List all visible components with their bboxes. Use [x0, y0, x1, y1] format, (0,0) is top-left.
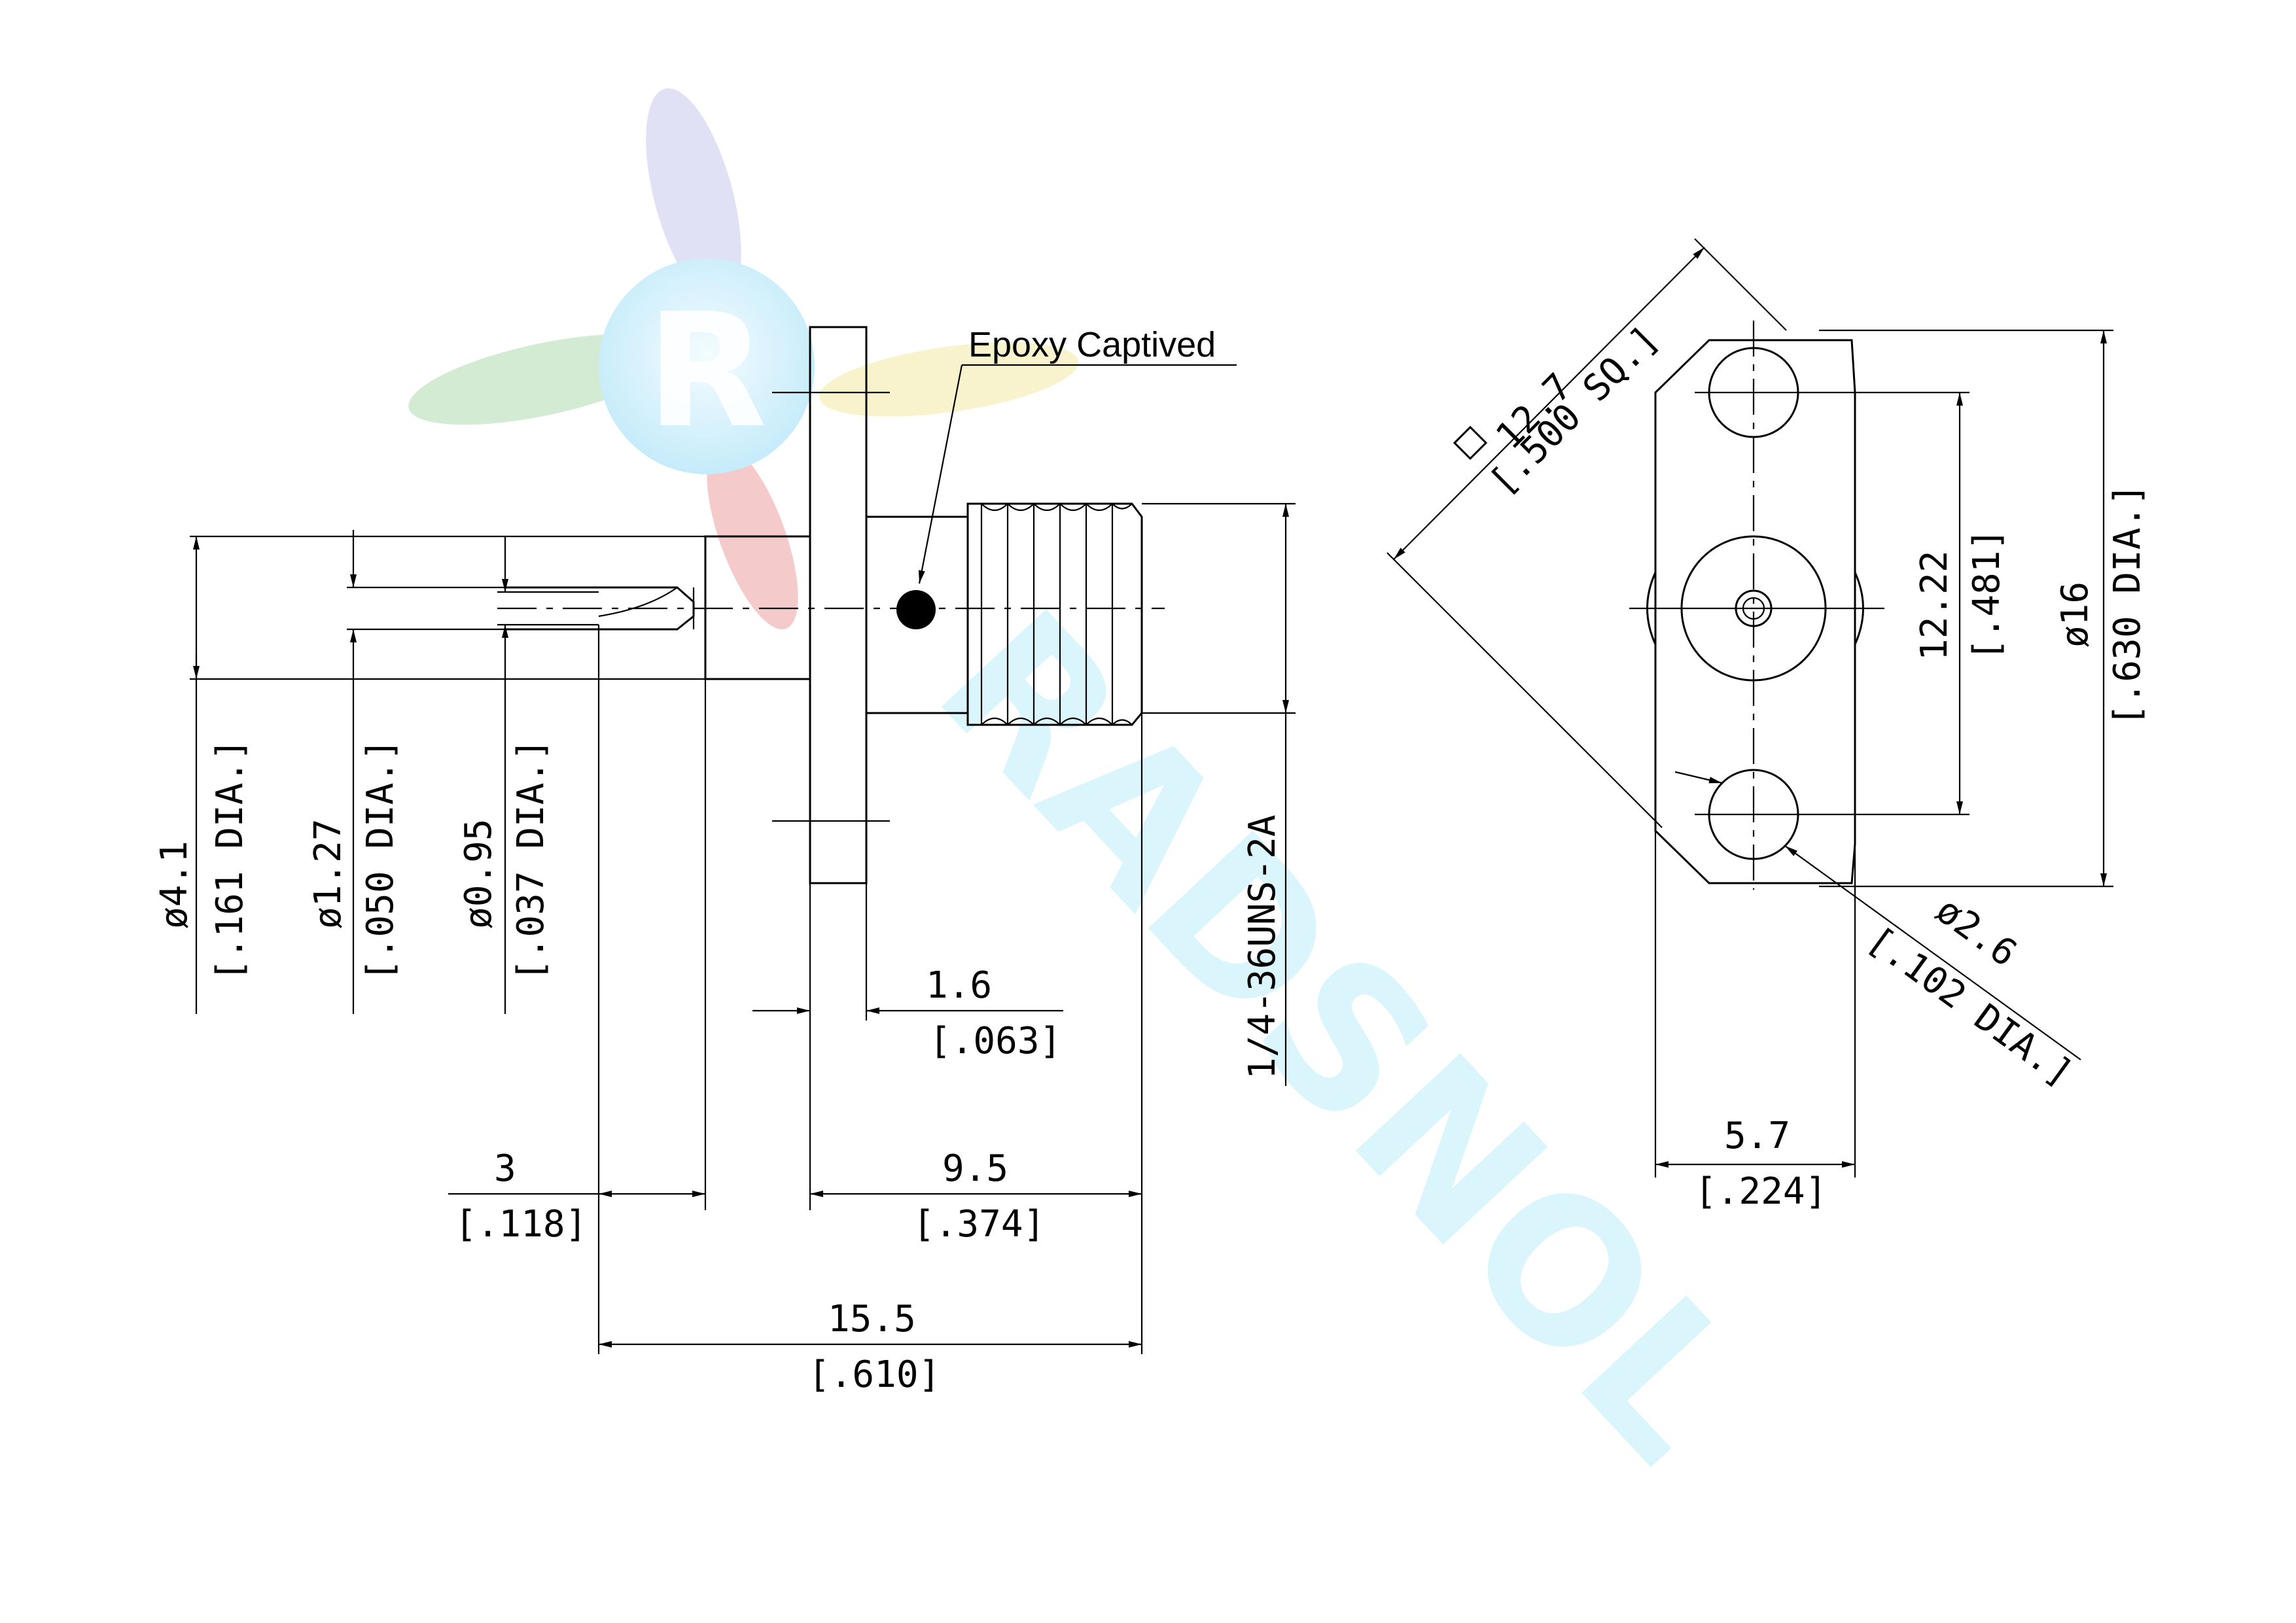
dim-dia-1-27: ø1.27 [.050 DIA.]: [307, 530, 504, 1014]
dim-thread: 1/4-36UNS-2A: [1142, 502, 1296, 1086]
svg-text:15.5: 15.5: [828, 1298, 916, 1340]
svg-text:[.037 DIA.]: [.037 DIA.]: [510, 739, 552, 981]
dim-flange-diameter: ø16 [.630 DIA.]: [1819, 329, 2149, 888]
svg-text:1/4-36UNS-2A: 1/4-36UNS-2A: [1241, 814, 1284, 1079]
dim-square: 12.7 [.500 SQ.]: [1386, 238, 1787, 828]
svg-text:[.610]: [.610]: [808, 1353, 940, 1396]
svg-text:[.224]: [.224]: [1695, 1170, 1827, 1213]
svg-text:9.5: 9.5: [942, 1147, 1008, 1190]
dim-pin-length: 3 [.118]: [448, 625, 707, 1354]
dim-width: 5.7 [.224]: [1654, 831, 1856, 1213]
svg-text:ø16: ø16: [2054, 582, 2096, 648]
dim-flange-thickness: 1.6 [.063]: [752, 883, 1063, 1210]
svg-text:[.118]: [.118]: [455, 1203, 587, 1246]
front-view: [1629, 321, 1884, 890]
svg-text:[.050 DIA.]: [.050 DIA.]: [359, 739, 402, 981]
svg-text:[.630 DIA.]: [.630 DIA.]: [2106, 483, 2149, 726]
svg-text:1.6: 1.6: [926, 964, 992, 1007]
epoxy-label: Epoxy Captived: [968, 325, 1216, 364]
epoxy-callout: Epoxy Captived: [918, 325, 1237, 584]
svg-text:ø1.27: ø1.27: [307, 818, 349, 929]
dim-body-length: 9.5 [.374]: [810, 713, 1143, 1354]
dim-total-length: 15.5 [.610]: [599, 1298, 1142, 1396]
svg-text:[.374]: [.374]: [913, 1203, 1045, 1246]
svg-text:[.161 DIA.]: [.161 DIA.]: [209, 739, 251, 981]
dim-dia-4-1: ø4.1 [.161 DIA.]: [153, 535, 705, 1014]
epoxy-dot: [896, 590, 936, 629]
svg-text:12.22: 12.22: [1913, 550, 1956, 661]
dim-dia-0-95: ø0.95 [.037 DIA.]: [457, 536, 599, 1014]
svg-text:[.481]: [.481]: [1966, 529, 2008, 661]
svg-text:3: 3: [494, 1147, 516, 1190]
dim-hole-spacing: 12.22 [.481]: [1812, 391, 2008, 816]
svg-text:ø4.1: ø4.1: [153, 841, 196, 929]
svg-text:[.063]: [.063]: [929, 1020, 1061, 1062]
svg-text:5.7: 5.7: [1724, 1115, 1790, 1157]
svg-text:ø0.95: ø0.95: [457, 818, 500, 929]
svg-text:R: R: [646, 279, 768, 462]
dim-hole-diameter: ø2.6 [.102 DIA.]: [1674, 771, 2081, 1095]
